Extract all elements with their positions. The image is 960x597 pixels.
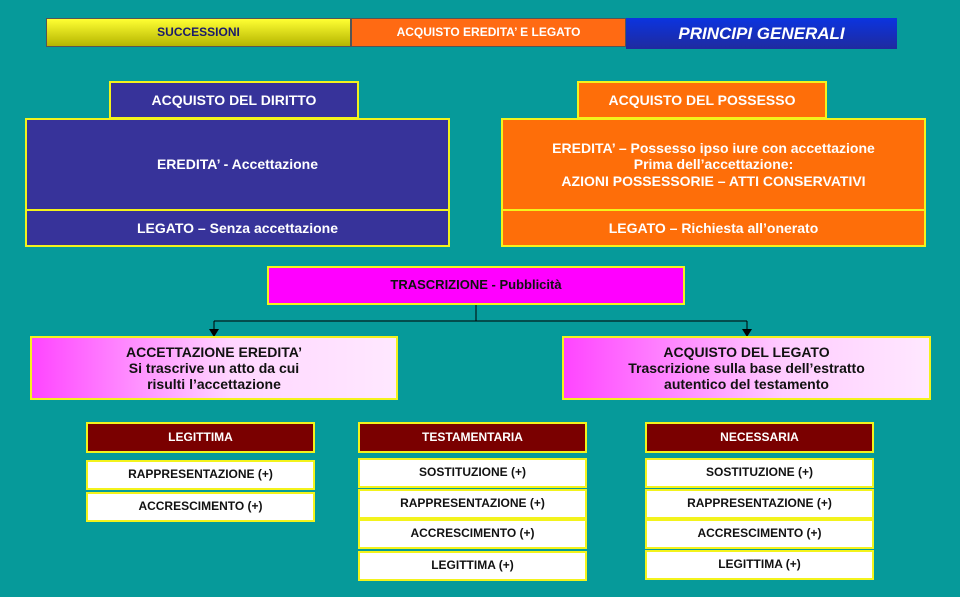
possesso-eredita-line3: AZIONI POSSESSORIE – ATTI CONSERVATIVI	[561, 172, 866, 189]
arrow-down-icon	[742, 329, 752, 337]
necessaria-item: SOSTITUZIONE (+)	[645, 458, 874, 488]
testamentaria-item: RAPPRESENTAZIONE (+)	[358, 489, 587, 519]
necessaria-item: ACCRESCIMENTO (+)	[645, 519, 874, 549]
tab-successioni[interactable]: SUCCESSIONI	[46, 18, 351, 47]
possesso-legato-box: LEGATO – Richiesta all’onerato	[501, 209, 926, 247]
tab-acquisto-eredita-legato[interactable]: ACQUISTO EREDITA’ E LEGATO	[351, 18, 626, 47]
accettazione-line2: risulti l’accettazione	[147, 376, 281, 393]
testamentaria-item: SOSTITUZIONE (+)	[358, 458, 587, 488]
accettazione-line1: Si trascrive un atto da cui	[128, 359, 300, 376]
possesso-eredita-line2: Prima dell’accettazione:	[633, 156, 794, 173]
legittima-header: LEGITTIMA	[86, 422, 315, 453]
acquisto-possesso-header: ACQUISTO DEL POSSESSO	[577, 81, 827, 119]
trascrizione-box: TRASCRIZIONE - Pubblicità	[267, 266, 685, 305]
accettazione-title: ACCETTAZIONE EREDITA’	[125, 343, 303, 360]
testamentaria-item: LEGITTIMA (+)	[358, 551, 587, 581]
necessaria-header: NECESSARIA	[645, 422, 874, 453]
diritto-legato-box: LEGATO – Senza accettazione	[25, 209, 450, 247]
testamentaria-header: TESTAMENTARIA	[358, 422, 587, 453]
possesso-eredita-box: EREDITA’ – Possesso ipso iure con accett…	[501, 118, 926, 211]
legittima-item: ACCRESCIMENTO (+)	[86, 492, 315, 522]
tab-principi-generali[interactable]: PRINCIPI GENERALI	[626, 18, 897, 49]
accettazione-eredita-box: ACCETTAZIONE EREDITA’ Si trascrive un at…	[30, 336, 398, 400]
acquisto-legato-box: ACQUISTO DEL LEGATO Trascrizione sulla b…	[562, 336, 931, 400]
acquisto-legato-title: ACQUISTO DEL LEGATO	[663, 343, 830, 360]
acquisto-diritto-header: ACQUISTO DEL DIRITTO	[109, 81, 359, 119]
acquisto-legato-line2: autentico del testamento	[664, 376, 829, 393]
testamentaria-item: ACCRESCIMENTO (+)	[358, 519, 587, 549]
acquisto-legato-line1: Trascrizione sulla base dell’estratto	[628, 359, 865, 376]
possesso-eredita-line1: EREDITA’ – Possesso ipso iure con accett…	[552, 140, 875, 157]
necessaria-item: LEGITTIMA (+)	[645, 550, 874, 580]
diritto-eredita-box: EREDITA’ - Accettazione	[25, 118, 450, 211]
necessaria-item: RAPPRESENTAZIONE (+)	[645, 489, 874, 519]
arrow-down-icon	[209, 329, 219, 337]
legittima-item: RAPPRESENTAZIONE (+)	[86, 460, 315, 490]
